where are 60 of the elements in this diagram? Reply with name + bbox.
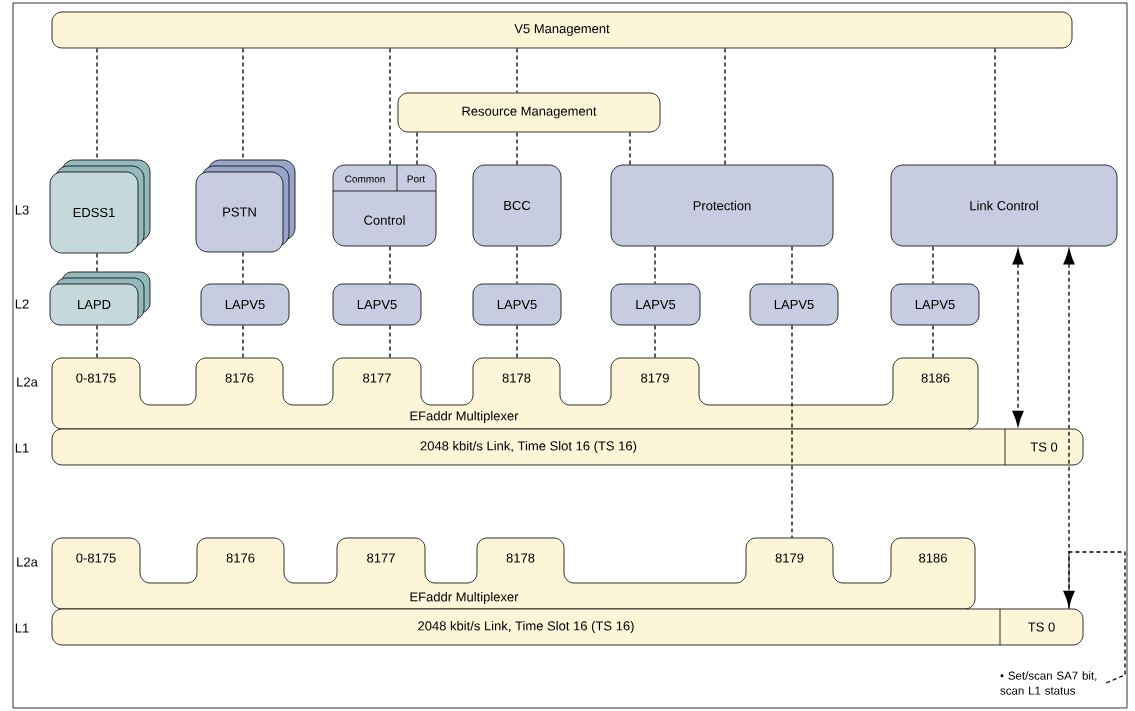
address-label: 8186 bbox=[919, 553, 947, 563]
dashed-line bbox=[516, 47, 518, 94]
stacked-box: LAPD bbox=[49, 271, 151, 326]
dashed-line bbox=[516, 131, 518, 166]
address-label: 8177 bbox=[363, 373, 391, 383]
dashed-line bbox=[994, 47, 996, 166]
dashed-line bbox=[416, 131, 418, 166]
dashed-line bbox=[389, 47, 391, 166]
dashed-arrow bbox=[1063, 248, 1075, 607]
dashed-line bbox=[1068, 551, 1126, 684]
rounded-box: Resource Management bbox=[397, 92, 661, 133]
rounded-box: LAPV5 bbox=[472, 283, 562, 326]
address-label: 0-8175 bbox=[76, 553, 116, 563]
control-box: Common Port Control bbox=[332, 164, 437, 247]
stacked-box: EDSS1 bbox=[49, 159, 151, 254]
dashed-line bbox=[389, 324, 391, 359]
address-label: 8186 bbox=[921, 373, 950, 383]
dashed-line bbox=[96, 324, 98, 359]
dashed-line bbox=[932, 324, 934, 359]
dashed-line bbox=[791, 324, 793, 539]
layer-label: L2a bbox=[17, 557, 38, 567]
address-label: 8179 bbox=[641, 373, 669, 383]
stacked-box: PSTN bbox=[195, 159, 296, 253]
layer-label: L2a bbox=[17, 377, 38, 387]
rounded-box: LAPV5 bbox=[890, 283, 980, 326]
dashed-line bbox=[242, 251, 244, 285]
dashed-line bbox=[516, 245, 518, 285]
time-slot-box: TS 0 bbox=[1004, 428, 1058, 466]
rounded-box: V5 Management bbox=[51, 11, 1073, 49]
dashed-line bbox=[654, 245, 656, 285]
dashed-line bbox=[516, 324, 518, 359]
dashed-line bbox=[629, 131, 631, 166]
address-label: 8178 bbox=[502, 373, 531, 383]
rounded-box: LAPV5 bbox=[610, 283, 701, 326]
address-label: 0-8175 bbox=[76, 373, 116, 383]
address-label: 8176 bbox=[226, 553, 255, 563]
rounded-box: LAPV5 bbox=[332, 283, 422, 326]
dashed-arrow bbox=[1012, 248, 1024, 427]
rounded-box: LAPV5 bbox=[749, 283, 839, 326]
dashed-line bbox=[389, 245, 391, 285]
dashed-line bbox=[724, 47, 726, 166]
rounded-box: Protection bbox=[610, 164, 834, 247]
rounded-box: Link Control bbox=[890, 164, 1118, 247]
dashed-line bbox=[242, 324, 244, 359]
address-label: 8176 bbox=[225, 373, 254, 383]
dashed-line bbox=[932, 245, 934, 285]
dashed-line bbox=[96, 252, 98, 273]
layer-label: L1 bbox=[15, 443, 29, 453]
layer-label: L3 bbox=[15, 205, 29, 215]
note-text: • Set/scan SA7 bit, scan L1 status bbox=[1000, 671, 1097, 695]
dashed-line bbox=[654, 324, 656, 359]
address-label: 8179 bbox=[775, 553, 804, 563]
dashed-line bbox=[791, 245, 793, 285]
address-label: 8177 bbox=[367, 553, 395, 563]
layer-label: L1 bbox=[15, 623, 29, 633]
address-label: 8178 bbox=[506, 553, 535, 563]
time-slot-box: TS 0 bbox=[999, 608, 1055, 646]
rounded-box: BCC bbox=[472, 164, 562, 247]
rounded-box: LAPV5 bbox=[200, 283, 290, 326]
layer-label: L2 bbox=[15, 299, 29, 309]
